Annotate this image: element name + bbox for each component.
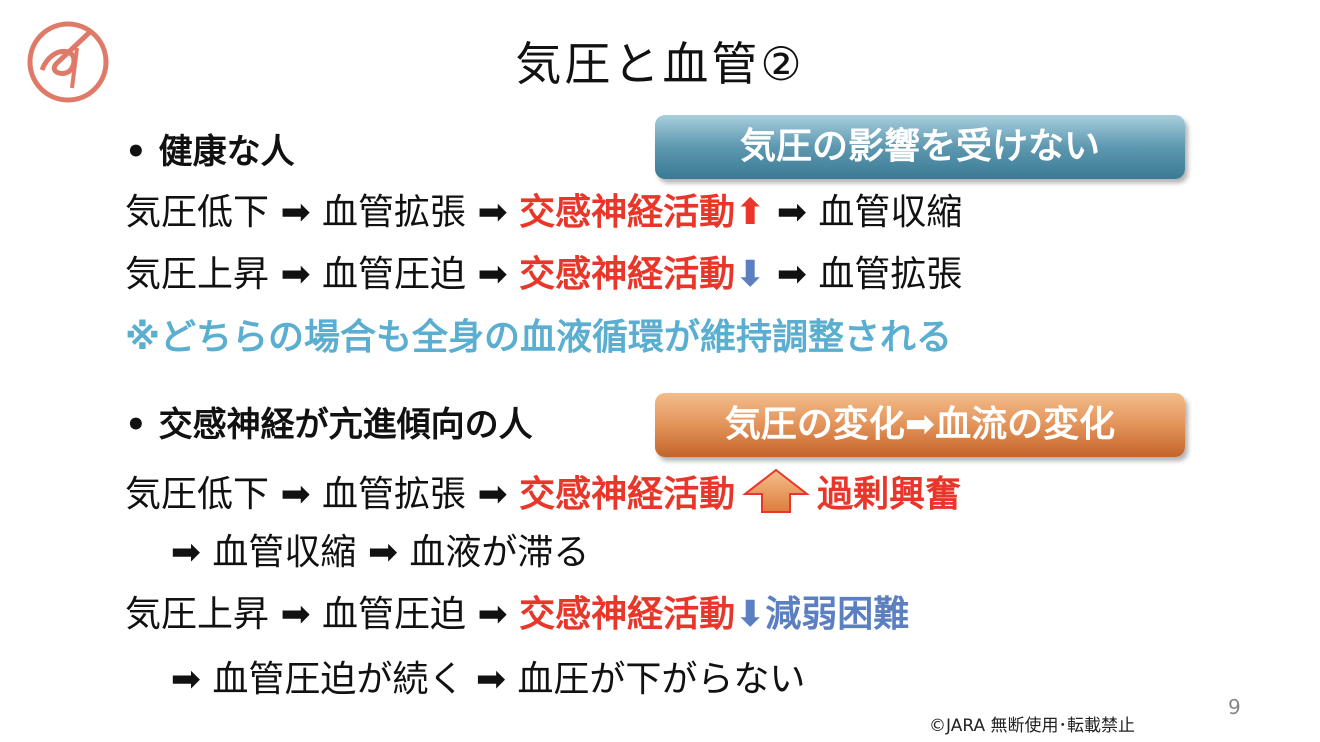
text-segment: 気圧低下 ➡ 血管拡張 ➡ — [125, 474, 520, 515]
page-title: 気圧と血管② — [515, 37, 805, 91]
text-line: ➡ 血管収縮 ➡ 血液が滞る — [125, 531, 590, 575]
text-segment: 気圧上昇 ➡ 血管圧迫 ➡ — [125, 254, 520, 295]
section1-callout: 気圧の影響を受けない — [655, 115, 1185, 179]
text-line: 気圧上昇 ➡ 血管圧迫 ➡ 交感神経活動⬇減弱困難 — [125, 593, 909, 637]
text-segment: ➡ 血管収縮 ➡ 血液が滞る — [125, 532, 590, 573]
text-segment: ➡ 血管収縮 — [765, 192, 963, 233]
text-line: ➡ 血管圧迫が続く ➡ 血圧が下がらない — [125, 658, 806, 702]
up-arrow-icon — [735, 468, 817, 515]
text-segment: 交感神経活動 — [519, 594, 736, 635]
text-segment: 過剰興奮 — [817, 474, 962, 515]
copyright: ©JARA 無断使用･転載禁止 — [928, 716, 1135, 736]
section2-callout: 気圧の変化➡血流の変化 — [655, 393, 1185, 457]
section2-bullet: • 交感神経が亢進傾向の人 — [125, 405, 533, 445]
text-segment: ➡ 血管拡張 — [765, 254, 963, 295]
text-line: 気圧上昇 ➡ 血管圧迫 ➡ 交感神経活動⬇ ➡ 血管拡張 — [125, 253, 962, 297]
text-segment: 気圧上昇 ➡ 血管圧迫 ➡ — [125, 594, 520, 635]
text-line: 気圧低下 ➡ 血管拡張 ➡ 交感神経活動⬆ ➡ 血管収縮 — [125, 191, 962, 235]
logo — [22, 18, 114, 110]
section1-bullet: • 健康な人 — [125, 132, 295, 172]
text-line: 気圧低下 ➡ 血管拡張 ➡ 交感神経活動 過剰興奮 — [125, 468, 961, 517]
page-number: 9 — [1228, 695, 1241, 719]
text-segment: 気圧低下 ➡ 血管拡張 ➡ — [125, 192, 520, 233]
text-segment: 交感神経活動 — [519, 474, 736, 515]
text-segment: 交感神経活動 — [519, 254, 736, 295]
text-line: ※どちらの場合も全身の血液循環が維持調整される — [125, 316, 952, 360]
text-segment: ⬇ — [735, 254, 766, 295]
text-segment: ⬆ — [735, 192, 766, 233]
text-segment: 交感神経活動 — [519, 192, 736, 233]
text-segment: ※どちらの場合も全身の血液循環が維持調整される — [125, 317, 952, 358]
text-segment: ⬇減弱困難 — [735, 594, 910, 635]
text-segment: ➡ 血管圧迫が続く ➡ 血圧が下がらない — [125, 659, 806, 700]
